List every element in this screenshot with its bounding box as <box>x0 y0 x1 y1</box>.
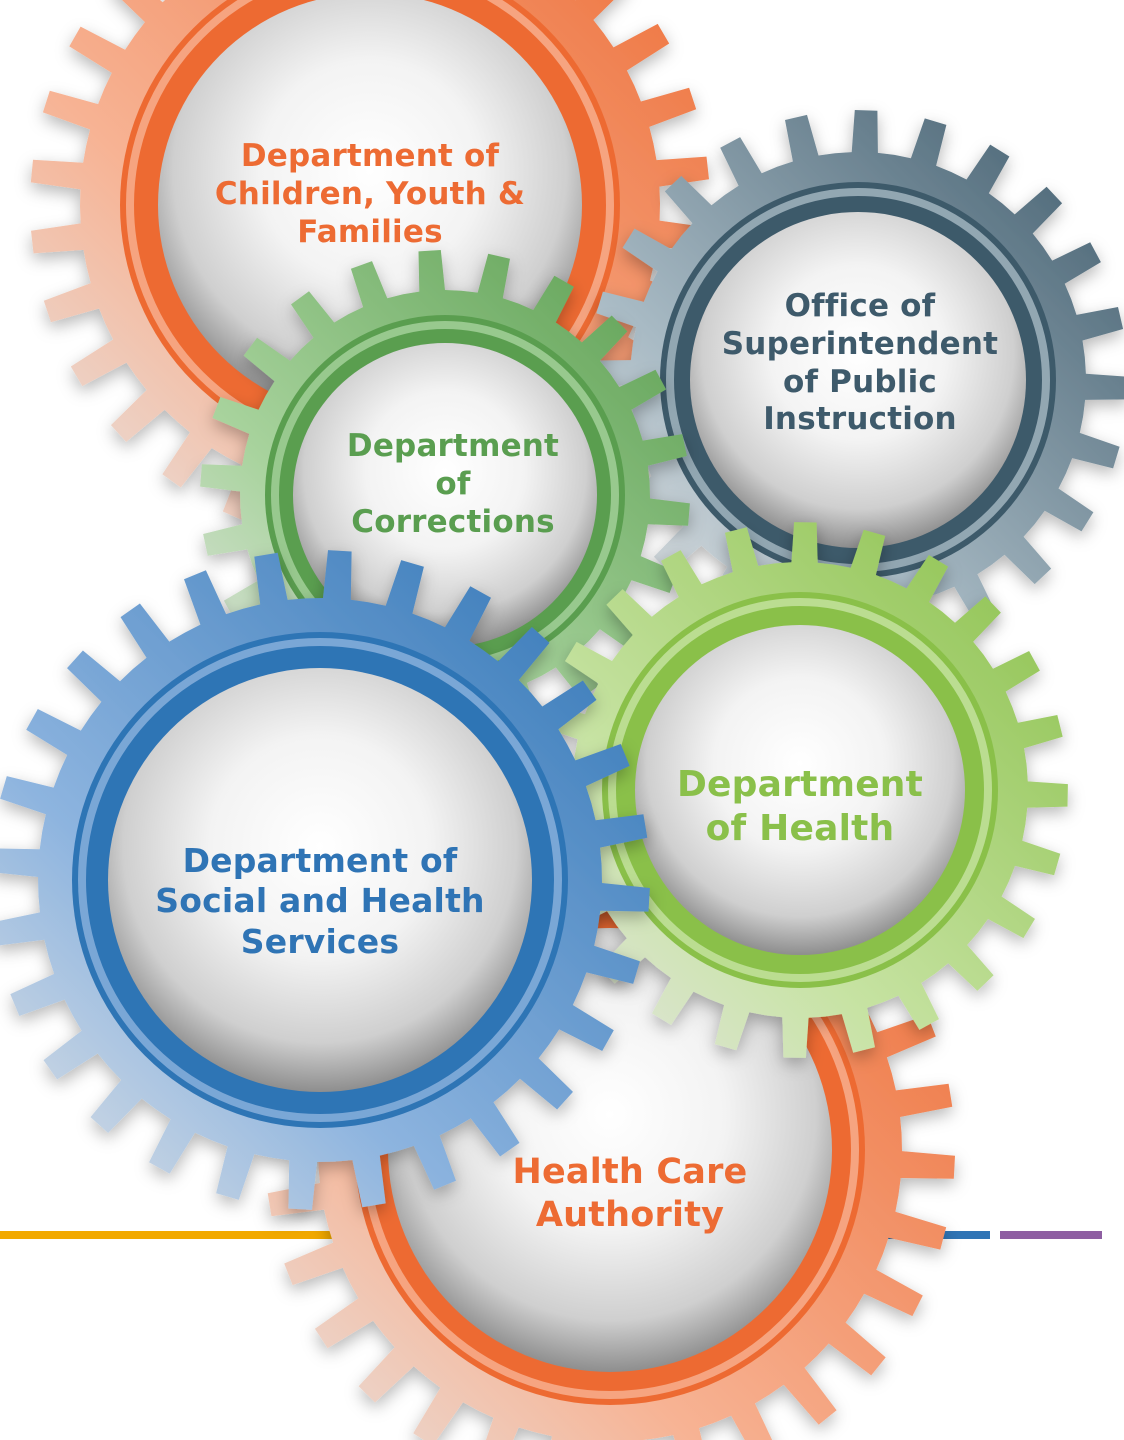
label-health: Department of Health <box>640 763 960 851</box>
label-line: Authority <box>535 1194 725 1235</box>
gear-ospi <box>588 110 1124 650</box>
label-corrections: Department of Corrections <box>318 428 588 541</box>
footer-bar-segment <box>1000 1231 1102 1239</box>
label-line: Department of <box>240 138 500 174</box>
label-line: Services <box>240 921 400 961</box>
label-line: of Health <box>705 807 895 849</box>
gear-doh <box>532 522 1068 1058</box>
label-line: Health Care <box>512 1152 748 1192</box>
label-line: Families <box>297 213 443 250</box>
label-line: Department <box>346 428 560 464</box>
gear-center-disc <box>108 668 532 1092</box>
label-line: Office of <box>784 288 936 324</box>
label-line: Social and Health <box>155 881 485 921</box>
label-line: Department <box>676 764 924 805</box>
gear-ring-highlight <box>78 638 562 1122</box>
label-social-health-services: Department of Social and Health Services <box>150 841 490 962</box>
label-health-care-authority: Health Care Authority <box>470 1151 790 1236</box>
gear-center-disc <box>635 625 965 955</box>
gear-center-disc <box>293 343 597 647</box>
gear-dshs <box>0 550 650 1210</box>
label-line: of <box>435 465 471 502</box>
gear-ring-highlight <box>608 598 992 982</box>
label-children-youth-families: Department of Children, Youth & Families <box>185 138 555 251</box>
label-line: Children, Youth & <box>214 175 526 212</box>
label-line: of Public <box>783 363 937 400</box>
label-line: Instruction <box>763 401 957 438</box>
label-line: Department of <box>182 841 458 880</box>
label-line: Corrections <box>351 503 555 540</box>
label-line: Superintendent <box>721 325 999 362</box>
label-superintendent-public-instruction: Office of Superintendent of Public Instr… <box>700 288 1020 439</box>
footer-bar-segment <box>0 1231 360 1239</box>
gear-center-disc <box>690 212 1026 548</box>
